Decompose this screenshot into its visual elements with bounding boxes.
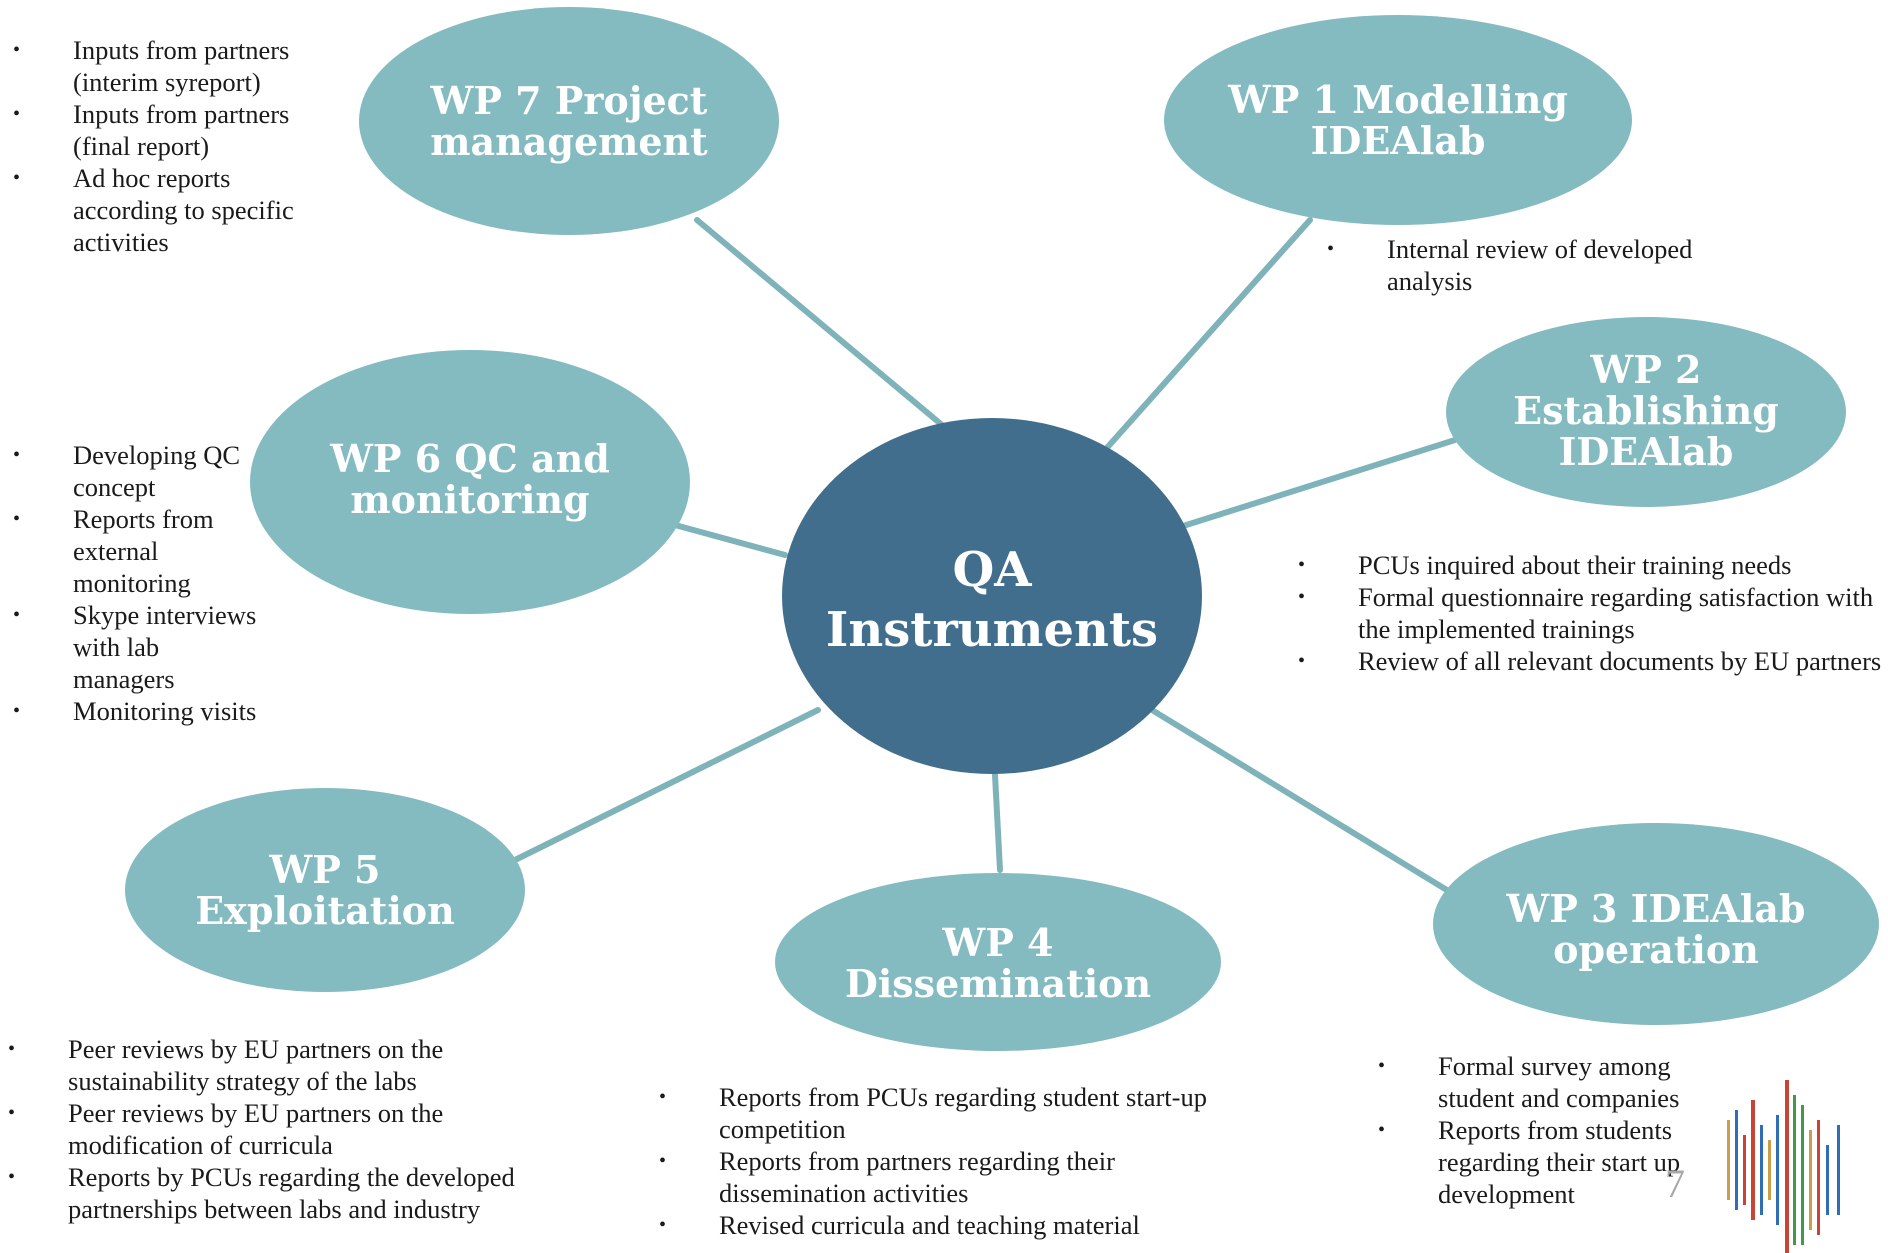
bullet-item: Inputs from partners (interim syreport) xyxy=(13,34,333,98)
logo-bar xyxy=(1809,1130,1812,1230)
bullet-item: Inputs from partners (final report) xyxy=(13,98,333,162)
connector-wp2 xyxy=(1177,437,1458,530)
connector-wp5 xyxy=(512,707,821,863)
wp5-node xyxy=(125,788,525,992)
wp7-node xyxy=(359,7,779,235)
bullet-item: Peer reviews by EU partners on the modif… xyxy=(8,1097,578,1161)
logo-bar xyxy=(1760,1125,1763,1215)
bullet-item: Reports by PCUs regarding the developed … xyxy=(8,1161,578,1225)
logo-bar xyxy=(1801,1105,1804,1245)
logo-bar xyxy=(1735,1110,1738,1210)
logo-bar xyxy=(1837,1125,1840,1215)
bullet-item: Formal survey among student and companie… xyxy=(1378,1050,1718,1114)
logo-bar xyxy=(1751,1100,1755,1220)
connector-wp7 xyxy=(694,217,945,428)
connector-wp6 xyxy=(672,522,788,558)
bullet-item: PCUs inquired about their training needs xyxy=(1298,549,1883,581)
wp2-bullet-list: PCUs inquired about their training needs… xyxy=(1298,549,1883,677)
bullet-item: Reports from PCUs regarding student star… xyxy=(659,1081,1219,1145)
barcode-logo-icon xyxy=(1727,1080,1840,1253)
wp3-bullet-list: Formal survey among student and companie… xyxy=(1378,1050,1718,1210)
connector-wp1 xyxy=(1102,217,1313,453)
bullet-item: Developing QC concept xyxy=(13,439,263,503)
bullet-item: Ad hoc reports according to specific act… xyxy=(13,162,333,258)
logo-bar xyxy=(1826,1145,1829,1215)
wp3-node xyxy=(1433,823,1879,1025)
bullet-item: Skype interviews with lab managers xyxy=(13,599,263,695)
logo-bar xyxy=(1768,1140,1771,1200)
bullet-item: Formal questionnaire regarding satisfact… xyxy=(1298,581,1883,645)
bullet-item: Reports from students regarding their st… xyxy=(1378,1114,1718,1210)
bullet-item: Peer reviews by EU partners on the susta… xyxy=(8,1033,578,1097)
wp4-node xyxy=(775,873,1221,1051)
wp1-bullet-list: Internal review of developed analysis xyxy=(1327,233,1717,297)
bullet-item: Review of all relevant documents by EU p… xyxy=(1298,645,1883,677)
bullet-item: Revised curricula and teaching material xyxy=(659,1209,1219,1241)
bullet-item: Monitoring visits xyxy=(13,695,263,727)
bullet-item: Reports from external monitoring xyxy=(13,503,263,599)
logo-bar xyxy=(1817,1120,1820,1235)
logo-bar xyxy=(1793,1095,1796,1245)
qa-instruments-center xyxy=(782,418,1202,774)
logo-bar xyxy=(1776,1115,1779,1225)
wp6-node xyxy=(250,350,690,614)
wp1-node xyxy=(1164,15,1632,225)
page-number: 7 xyxy=(1665,1161,1685,1206)
wp4-bullet-list: Reports from PCUs regarding student star… xyxy=(659,1081,1219,1241)
bullet-item: Reports from partners regarding their di… xyxy=(659,1145,1219,1209)
bullet-item: Internal review of developed analysis xyxy=(1327,233,1717,297)
connector-wp4 xyxy=(992,772,1003,873)
logo-bar xyxy=(1785,1080,1789,1253)
wp7-bullet-list: Inputs from partners (interim syreport) … xyxy=(13,34,333,258)
logo-bar xyxy=(1727,1120,1730,1200)
wp2-node xyxy=(1446,317,1846,507)
connector-wp3 xyxy=(1149,707,1458,898)
wp5-bullet-list: Peer reviews by EU partners on the susta… xyxy=(8,1033,578,1225)
wp6-bullet-list: Developing QC concept Reports from exter… xyxy=(13,439,263,727)
logo-bar xyxy=(1743,1135,1746,1205)
